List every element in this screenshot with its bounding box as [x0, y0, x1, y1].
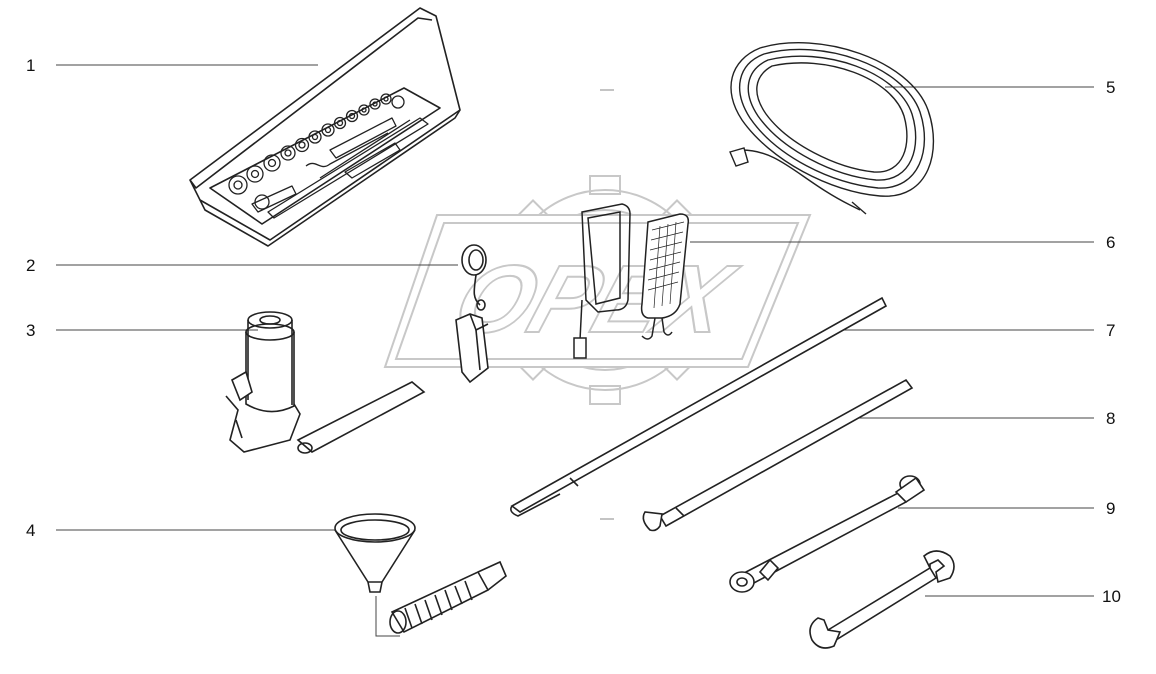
callout-10: 10 [1102, 587, 1121, 606]
leader-lines [56, 64, 1094, 597]
part-8-tire-lever [642, 378, 914, 532]
callout-6: 6 [1106, 233, 1116, 252]
part-4-hose [389, 560, 507, 634]
part-2-tire-pressure-gauge [455, 244, 489, 384]
part-9-wheel-wrench [729, 475, 926, 593]
part-4-funnel [334, 513, 507, 637]
callout-1: 1 [26, 56, 36, 75]
watermark-logo: OPEX [383, 175, 812, 405]
part-10-open-end-wrench [809, 550, 955, 649]
callout-5: 5 [1106, 78, 1116, 97]
part-7-pry-bar [510, 296, 888, 517]
part-1-socket-set-case [189, 7, 461, 247]
callout-8: 8 [1106, 409, 1116, 428]
callout-9: 9 [1106, 499, 1116, 518]
callout-4: 4 [26, 521, 36, 540]
part-5-inflation-hose [729, 42, 935, 215]
tick-marks [600, 89, 614, 520]
callout-7: 7 [1106, 321, 1116, 340]
part-3-bottle-jack [225, 311, 426, 454]
part-6-inspection-lamp [573, 203, 690, 359]
callout-2: 2 [26, 256, 36, 275]
callout-3: 3 [26, 321, 36, 340]
